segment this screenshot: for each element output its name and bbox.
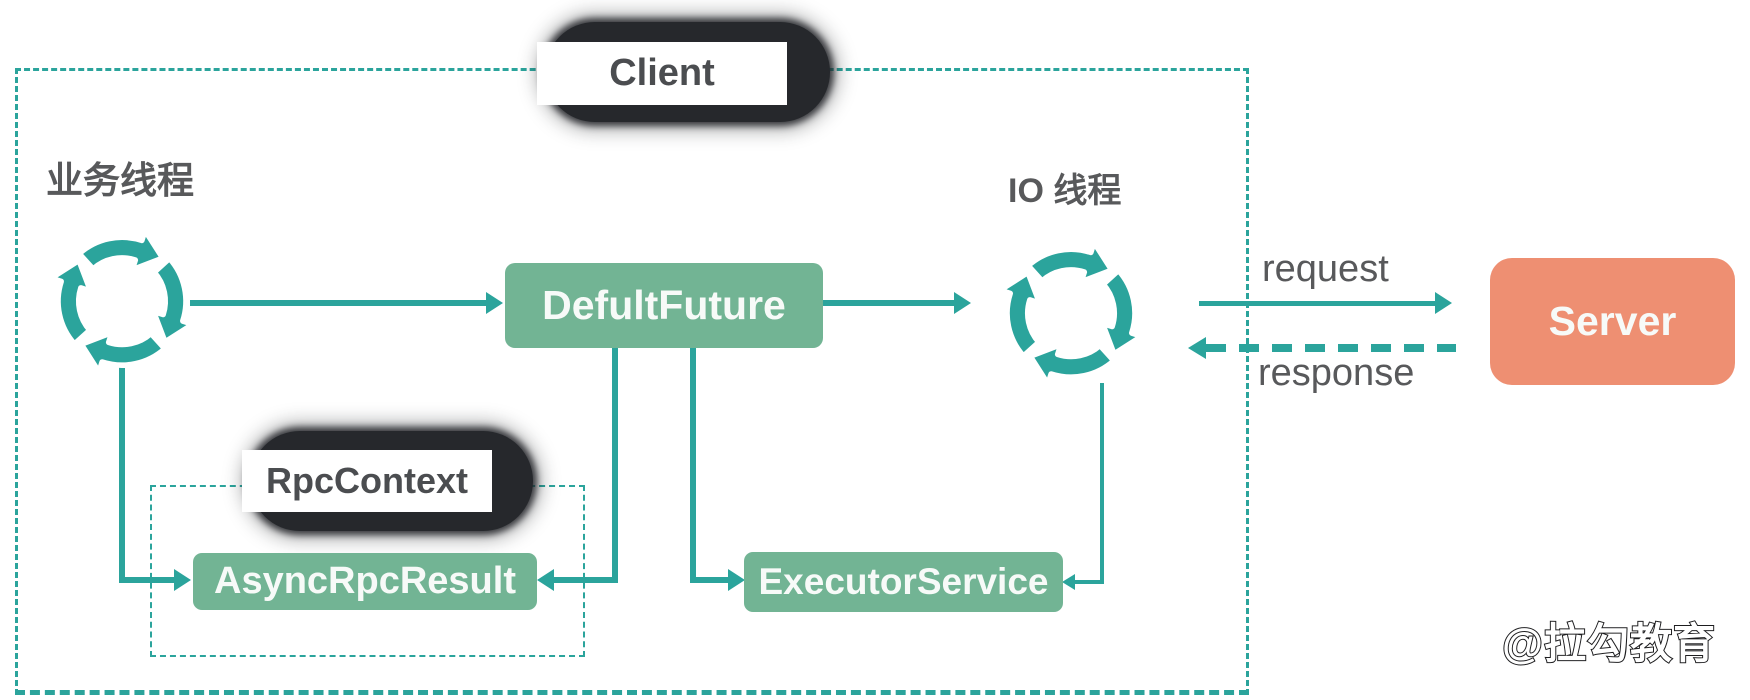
edge-io-down-line	[1100, 383, 1104, 583]
defult-future-label: DefultFuture	[542, 282, 786, 328]
arrowhead-right-icon	[174, 569, 191, 591]
client-label: Client	[609, 52, 715, 94]
io-thread-label: IO 线程	[1008, 172, 1122, 210]
edge-defultfuture-to-asyncrpcresult	[554, 577, 618, 583]
node-executor-service: ExecutorService	[744, 552, 1063, 612]
edge-io-to-executorservice	[1074, 580, 1104, 584]
business-thread-circular-arrows-icon	[48, 227, 196, 375]
async-rpc-result-label: AsyncRpcResult	[214, 560, 516, 602]
edge-defultfuture-right-down-line	[690, 348, 696, 583]
node-server: Server	[1490, 258, 1735, 385]
rpc-context-label: RpcContext	[265, 460, 468, 501]
business-thread-label: 业务线程	[46, 160, 194, 201]
io-thread-circular-arrows-icon	[997, 239, 1145, 387]
edge-business-to-defultfuture	[190, 300, 488, 306]
arrowhead-right-icon	[1435, 292, 1452, 314]
edge-request-arrow	[1199, 301, 1437, 306]
node-async-rpc-result: AsyncRpcResult	[193, 553, 537, 610]
executor-service-label: ExecutorService	[758, 561, 1049, 602]
edge-response-dashed-arrow	[1206, 344, 1456, 352]
edge-defultfuture-to-executorservice	[690, 577, 728, 583]
client-title-box: Client	[537, 42, 787, 105]
rpc-context-title-box: RpcContext	[242, 450, 492, 512]
server-label: Server	[1548, 298, 1677, 344]
node-defult-future: DefultFuture	[505, 263, 823, 348]
watermark: @拉勾教育	[1501, 619, 1716, 668]
arrowhead-left-icon	[1062, 574, 1075, 590]
arrowhead-left-icon	[1188, 337, 1206, 359]
edge-defultfuture-left-down-line	[612, 348, 618, 583]
edge-defultfuture-to-io	[823, 300, 956, 306]
request-label: request	[1262, 248, 1389, 290]
edge-business-down-line	[119, 362, 125, 583]
arrowhead-left-icon	[537, 569, 554, 591]
edge-business-to-asyncrpcresult	[119, 577, 176, 583]
arrowhead-right-icon	[728, 569, 745, 591]
arrowhead-right-icon	[486, 292, 503, 314]
arrowhead-right-icon	[954, 292, 971, 314]
response-label: response	[1258, 352, 1415, 394]
